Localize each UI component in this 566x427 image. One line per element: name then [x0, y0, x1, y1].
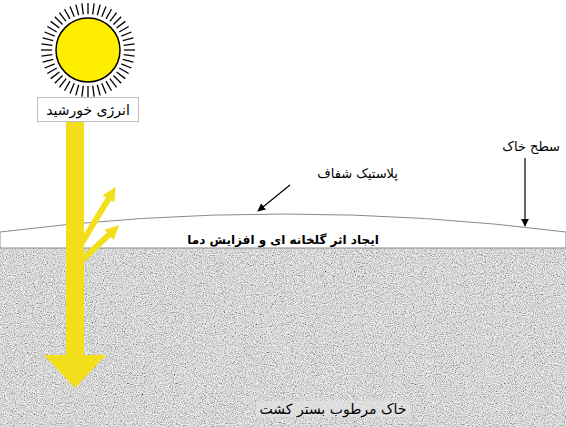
sun-ray: [47, 68, 57, 74]
sun-ray: [102, 7, 106, 17]
sun-ray: [43, 59, 54, 62]
sun-ray: [45, 64, 55, 68]
node-text: انرژی خورشید: [46, 102, 130, 118]
sun-ray: [97, 85, 100, 96]
leader-arrow: [524, 158, 525, 226]
sun-ray: [45, 32, 55, 36]
sun: [56, 18, 120, 82]
sun-ray: [102, 83, 106, 93]
leader-arrow: [258, 185, 290, 211]
solar-energy-arrow: [44, 118, 106, 388]
sun-ray: [106, 9, 112, 19]
sun-ray: [117, 21, 126, 28]
sun-ray: [47, 27, 57, 33]
sun-ray: [59, 79, 66, 88]
sun-ray: [119, 27, 129, 33]
sun-ray: [43, 38, 54, 41]
sun-ray: [55, 17, 63, 25]
sun-ray: [110, 13, 117, 22]
sun-ray: [76, 85, 79, 96]
energy-box: انرژی خورشید: [37, 97, 139, 122]
sun-ray: [51, 21, 60, 28]
sun-ray: [87, 86, 88, 97]
sun-ray: [59, 13, 66, 22]
sun-ray: [65, 81, 71, 91]
sun-ray: [87, 3, 88, 14]
soil-texture: [0, 248, 566, 427]
sun-ray: [119, 68, 129, 74]
sun-ray: [93, 86, 94, 97]
plastic-label: پلاستیک شفاف: [317, 166, 398, 181]
node-text: خاک مرطوب بستر کشت: [256, 401, 411, 417]
sun-ray: [106, 81, 112, 91]
sun-ray: [93, 3, 94, 14]
sun-ray: [82, 3, 83, 14]
soil-surface-label: سطح خاک: [502, 139, 560, 154]
sun-ray: [110, 79, 117, 88]
sun-ray: [123, 38, 134, 41]
sun-ray: [113, 17, 121, 25]
sun-rays: [41, 3, 135, 97]
sun-ray: [65, 9, 71, 19]
sun-ray: [124, 55, 135, 56]
node-text: ایجاد اثر گلخانه ای و افزایش دما: [187, 233, 379, 247]
sun-ray: [70, 83, 74, 93]
sun-ray: [121, 64, 131, 68]
sun-ray: [41, 44, 52, 45]
sun-ray: [70, 7, 74, 17]
plastic-region: ایجاد اثر گلخانه ای و افزایش دما: [0, 214, 566, 248]
sun-ray: [97, 5, 100, 16]
plastic-label-holder: پلاستیک شفاف: [317, 163, 398, 182]
sun-ray: [124, 49, 135, 50]
sun-ray: [113, 75, 121, 83]
sun-ray: [41, 55, 52, 56]
sun-ray: [41, 49, 52, 50]
sun-ray: [117, 72, 126, 79]
soil-region: خاک مرطوب بستر کشت: [0, 248, 566, 427]
soil-surface-label-holder: سطح خاک: [502, 136, 560, 155]
sun-ray: [124, 44, 135, 45]
sun-ray: [76, 5, 79, 16]
sun-ray: [123, 59, 134, 62]
sun-ray: [55, 75, 63, 83]
sun-ray: [82, 86, 83, 97]
soil-ground: [0, 248, 566, 427]
reflected-ray: [80, 230, 114, 262]
sun-ray: [51, 72, 60, 79]
sun-ray: [121, 32, 131, 36]
